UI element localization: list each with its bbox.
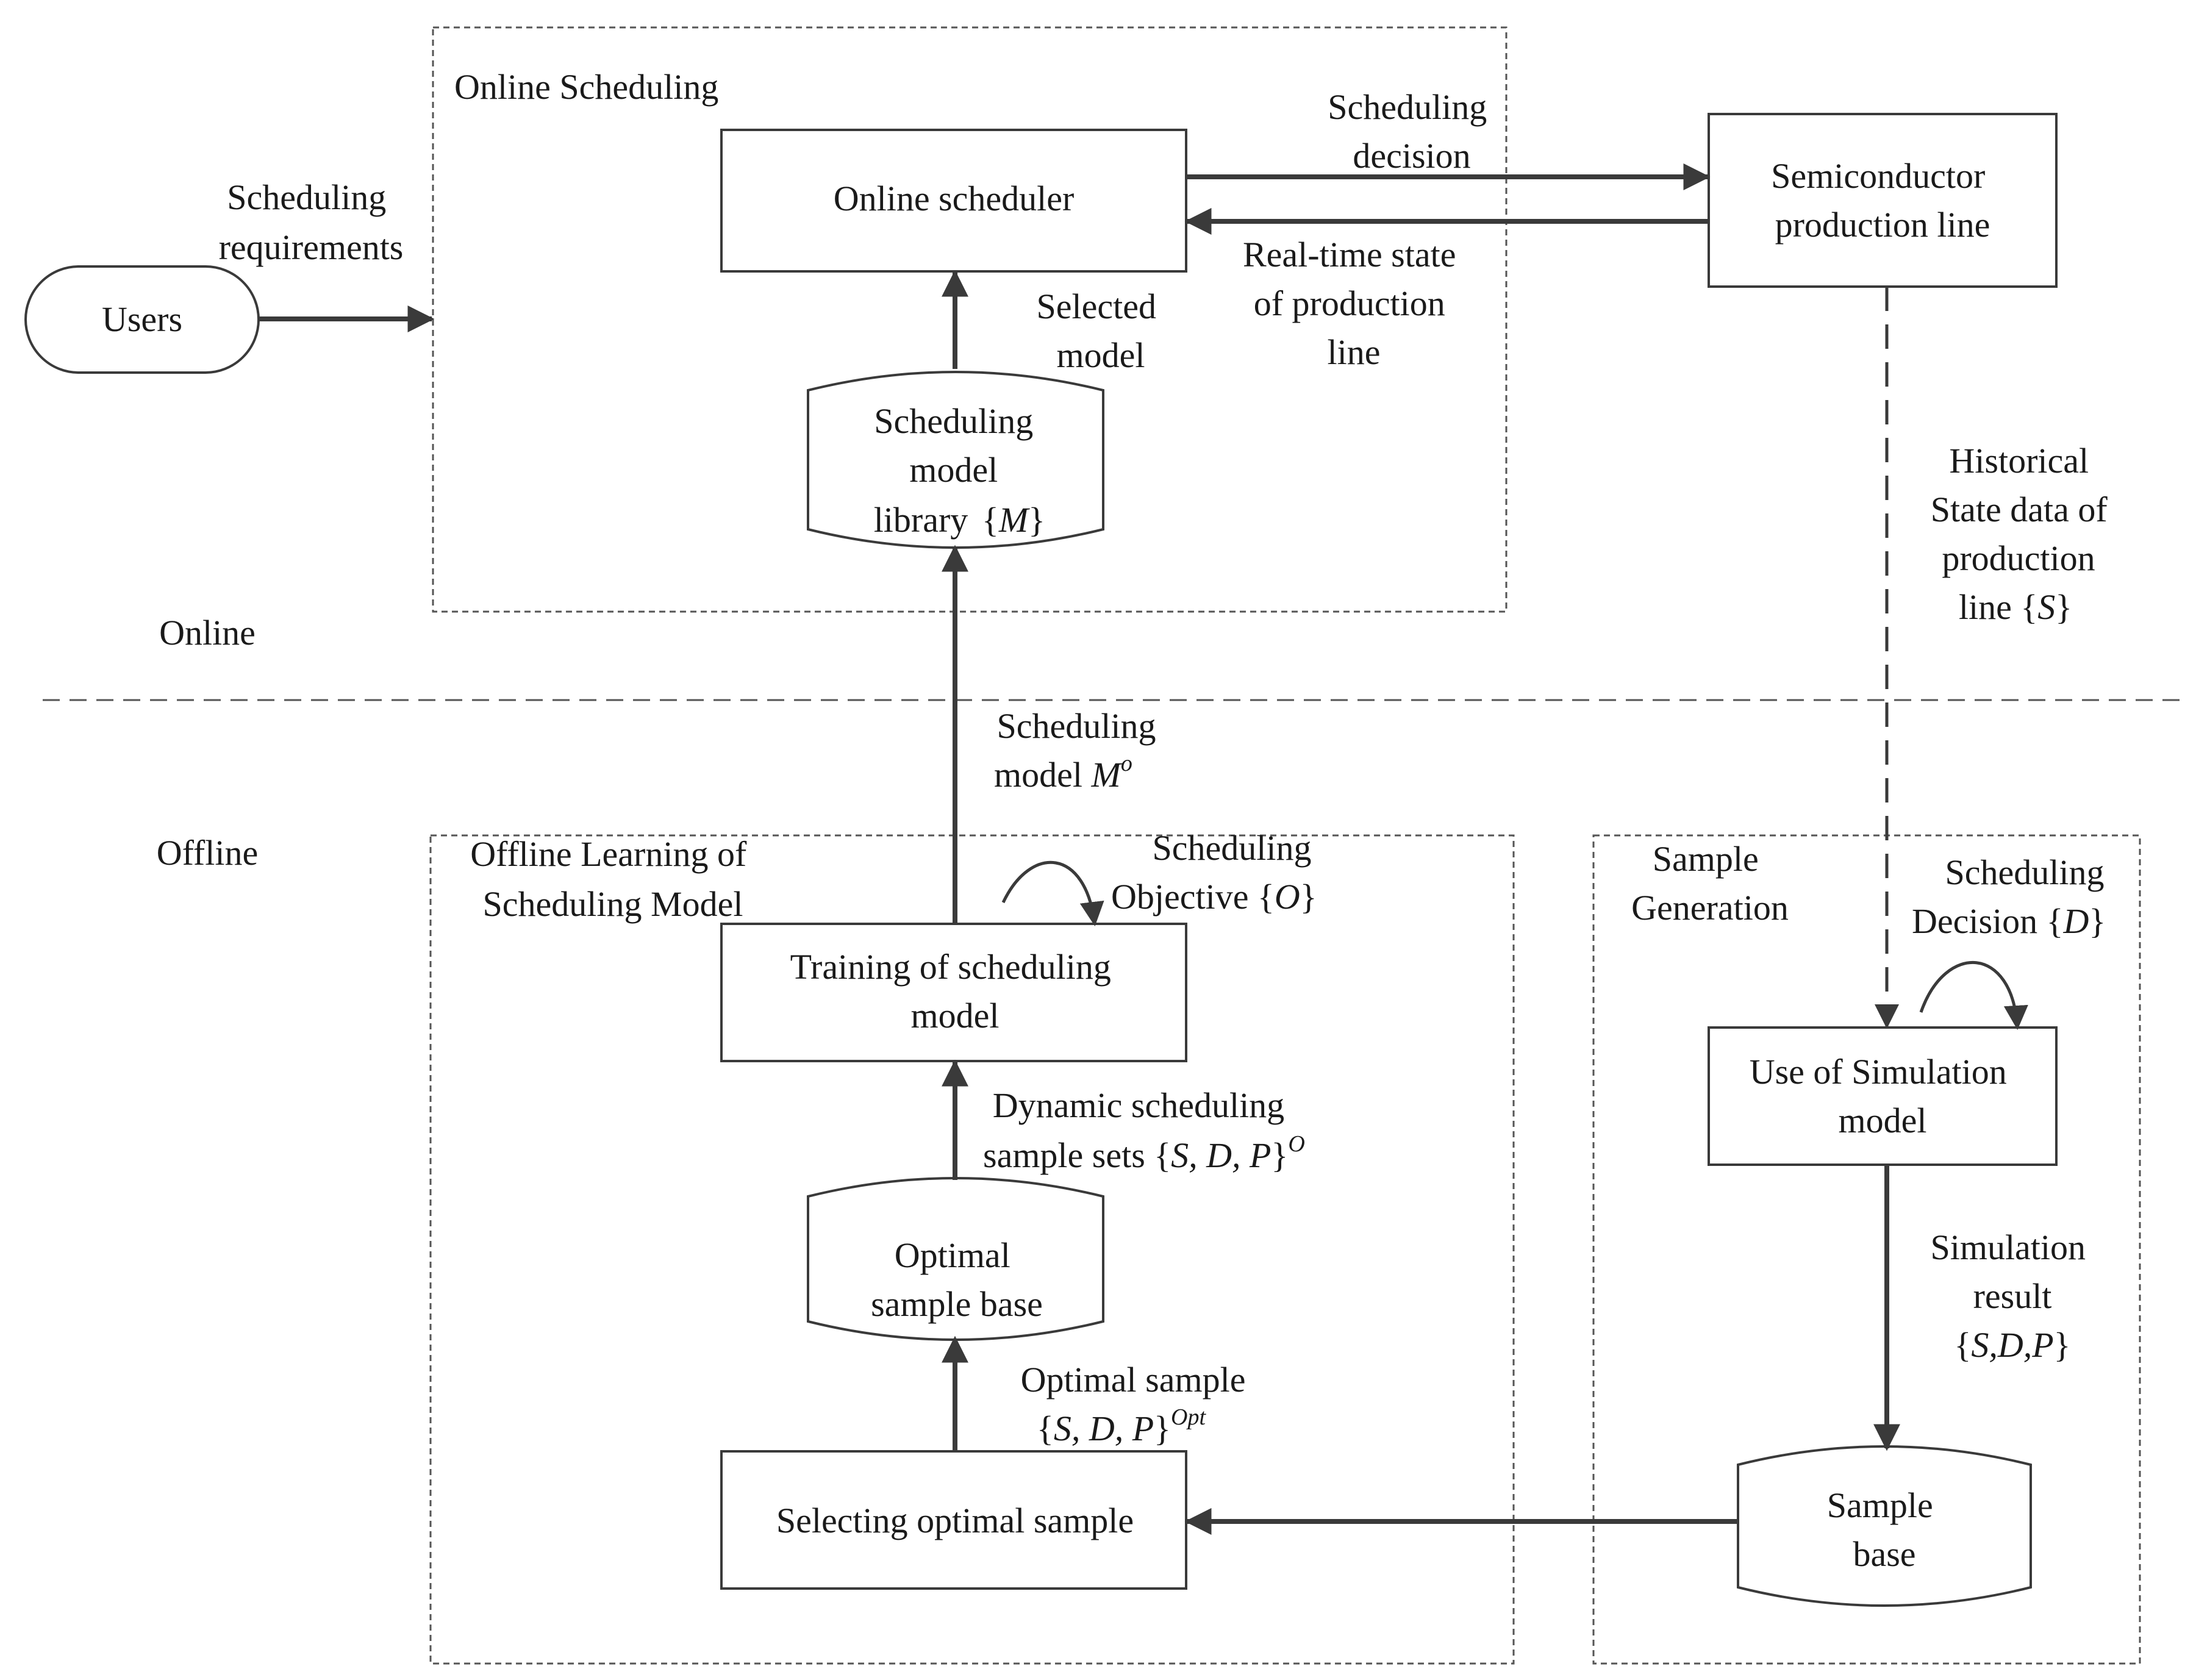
sample-sets-label: Dynamic scheduling bbox=[993, 1085, 1284, 1125]
requirements-label: Scheduling requirements bbox=[219, 177, 404, 267]
realtime-label-line: Real-time state bbox=[1243, 235, 1456, 274]
optimal-base-label: Optimal sample base bbox=[871, 1235, 1043, 1324]
sample-generation-group bbox=[1592, 834, 2141, 1665]
simulation-label-line: Use of Simulation bbox=[1750, 1052, 2007, 1092]
semiconductor-line-label: Semiconductor production line bbox=[1771, 156, 1994, 245]
model-library-db bbox=[807, 371, 1104, 549]
historical-label-last: line {S} bbox=[1959, 587, 2072, 627]
requirements-label-line: requirements bbox=[219, 227, 404, 267]
model-library-label: Scheduling model library bbox=[874, 401, 1042, 540]
selecting-node bbox=[720, 1450, 1187, 1590]
scheduling-model-label: Scheduling bbox=[997, 706, 1156, 746]
objective-label: Scheduling bbox=[1153, 828, 1312, 868]
sim-result-label-line: Simulation bbox=[1930, 1228, 2086, 1267]
realtime-label-line: of production bbox=[1254, 284, 1445, 323]
model-library-symbol: {M} bbox=[982, 500, 1045, 540]
simulation-label: Use of Simulation model bbox=[1750, 1052, 2016, 1140]
semiconductor-line-node bbox=[1708, 113, 2058, 288]
sample-base-db bbox=[1737, 1445, 2032, 1607]
selecting-label: Selecting optimal sample bbox=[776, 1501, 1134, 1540]
optimal-base-label-line: sample base bbox=[871, 1284, 1043, 1324]
sample-base-label: Sample base bbox=[1827, 1485, 1942, 1574]
historical-label: Historical State data of production bbox=[1931, 441, 2116, 578]
offline-learning-group-title: Offline Learning of Scheduling Model bbox=[470, 834, 756, 924]
objective-label-2: Objective {O} bbox=[1111, 877, 1317, 917]
offline-region-label: Offline bbox=[157, 833, 258, 873]
semiconductor-line-label-line: Semiconductor bbox=[1771, 156, 1985, 196]
decision-label-line: Scheduling bbox=[1328, 87, 1487, 127]
sample-generation-title-line: Sample bbox=[1653, 839, 1759, 879]
offline-learning-group bbox=[429, 834, 1515, 1665]
realtime-label: Real-time state of production line bbox=[1243, 235, 1465, 372]
decision-d-label-2: Decision {D} bbox=[1912, 901, 2106, 941]
sample-base-label-line: base bbox=[1853, 1534, 1915, 1574]
sample-sets-label-2: sample sets {S, D, P}O bbox=[983, 1131, 1305, 1175]
training-node bbox=[720, 923, 1187, 1062]
online-scheduling-group-title: Online Scheduling bbox=[454, 67, 718, 107]
decision-d-label: Scheduling bbox=[1945, 853, 2105, 892]
offline-learning-title-line: Scheduling Model bbox=[483, 884, 743, 924]
sim-result-label: Simulation result bbox=[1930, 1228, 2094, 1316]
users-label: Users bbox=[102, 299, 182, 339]
training-label: Training of scheduling model bbox=[790, 947, 1120, 1035]
offline-learning-title-line: Offline Learning of bbox=[470, 834, 747, 874]
optimal-sample-label-2: {S, D, P}Opt bbox=[1037, 1404, 1206, 1448]
objective-loop-arrow bbox=[1001, 860, 1104, 926]
training-label-line: model bbox=[911, 996, 1000, 1035]
simulation-node bbox=[1708, 1026, 2058, 1166]
optimal-sample-label: Optimal sample bbox=[1021, 1360, 1246, 1399]
decision-loop-arrow bbox=[1919, 961, 2028, 1030]
historical-label-line: production bbox=[1942, 538, 2095, 578]
sample-generation-title-line: Generation bbox=[1631, 888, 1789, 928]
model-library-label-line: library bbox=[874, 500, 968, 540]
training-label-line: Training of scheduling bbox=[790, 947, 1111, 987]
selected-model-label: Selected model bbox=[1037, 287, 1165, 375]
sim-result-label-3: {S,D,P} bbox=[1954, 1325, 2070, 1365]
simulation-label-line: model bbox=[1839, 1101, 1927, 1140]
historical-label-line: Historical bbox=[1949, 441, 2089, 481]
realtime-label-line: line bbox=[1328, 332, 1381, 372]
model-library-label-line: model bbox=[909, 450, 998, 490]
semiconductor-line-label-line: production line bbox=[1775, 205, 1990, 245]
online-scheduler-label: Online scheduler bbox=[834, 179, 1075, 218]
selected-model-label-line: model bbox=[1057, 335, 1145, 375]
sample-base-label-line: Sample bbox=[1827, 1485, 1933, 1525]
selected-model-label-line: Selected bbox=[1037, 287, 1156, 326]
online-scheduler-node bbox=[720, 129, 1187, 273]
requirements-label-line: Scheduling bbox=[227, 177, 386, 217]
decision-label: Scheduling decision bbox=[1328, 87, 1495, 176]
historical-label-line: State data of bbox=[1931, 490, 2108, 529]
optimal-base-db bbox=[807, 1177, 1104, 1341]
optimal-base-label-line: Optimal bbox=[895, 1235, 1010, 1275]
scheduling-model-label-2: model Mo bbox=[994, 751, 1132, 795]
model-library-label-line: Scheduling bbox=[874, 401, 1033, 441]
sim-result-label-line: result bbox=[1973, 1276, 2052, 1316]
sample-generation-group-title: Sample Generation bbox=[1631, 839, 1789, 928]
online-region-label: Online bbox=[159, 613, 256, 652]
decision-label-line: decision bbox=[1353, 136, 1470, 176]
